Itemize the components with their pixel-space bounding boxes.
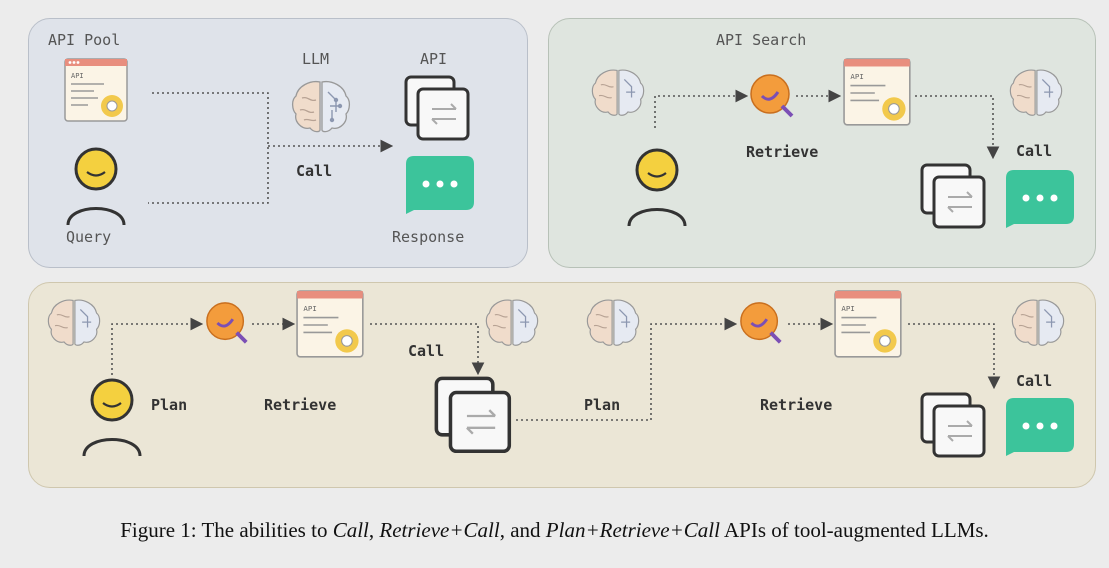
llm-brain-icon: [591, 69, 645, 116]
retrieve-label: Retrieve: [746, 143, 819, 161]
api-exchange-icon: [920, 392, 986, 458]
call-label: Call: [296, 162, 333, 180]
api-doc-icon: API: [843, 58, 911, 126]
api-exchange-icon: [920, 163, 986, 229]
retrieve-label: Retrieve: [264, 396, 337, 414]
call-label-3: Call: [1016, 372, 1053, 390]
llm-brain-icon: [586, 299, 640, 346]
response-bubble-icon: [406, 156, 474, 214]
response-label: Response: [392, 228, 465, 246]
retrieve-label-2: Retrieve: [760, 396, 833, 414]
plan-label: Plan: [151, 396, 188, 414]
api-doc-icon: API: [296, 290, 364, 358]
svg-text:API: API: [850, 72, 863, 81]
llm-brain-icon: [485, 299, 539, 346]
panel-retrieve-title: API Search: [716, 31, 807, 49]
llm-brain-icon: [1011, 299, 1065, 346]
plan-label-2: Plan: [584, 396, 621, 414]
caption-sep-1: ,: [368, 518, 380, 542]
search-icon: [206, 302, 248, 344]
user-icon: [66, 147, 126, 226]
llm-brain-icon: [47, 299, 101, 346]
response-bubble-icon: [1006, 170, 1074, 228]
llm-brain-icon: [1009, 69, 1063, 116]
svg-text:API: API: [71, 72, 84, 80]
user-icon: [627, 148, 687, 227]
caption-plan-retrieve-call: Plan+Retrieve+Call: [545, 518, 720, 542]
caption-call: Call: [332, 518, 369, 542]
api-label: API: [420, 50, 448, 68]
response-bubble-icon: [1006, 398, 1074, 456]
query-label: Query: [66, 228, 112, 246]
call-label-2: Call: [1016, 142, 1053, 160]
search-icon: [750, 74, 794, 118]
api-exchange-icon: [434, 376, 512, 454]
figure-caption: Figure 1: The abilities to Call, Retriev…: [0, 518, 1109, 543]
user-icon: [82, 378, 142, 457]
svg-text:API: API: [303, 304, 316, 313]
api-doc-icon: API: [834, 290, 902, 358]
caption-prefix: Figure 1: The abilities to: [120, 518, 333, 542]
api-exchange-icon: [404, 75, 470, 141]
caption-sep-2: , and: [499, 518, 546, 542]
api-doc-icon: API: [64, 58, 128, 122]
panel-retrieve-call: [548, 18, 1096, 268]
search-icon: [740, 302, 782, 344]
panel-call-title: API Pool: [48, 31, 121, 49]
svg-text:API: API: [841, 304, 854, 313]
call-label: Call: [408, 342, 445, 360]
llm-label: LLM: [302, 50, 330, 68]
caption-suffix: APIs of tool-augmented LLMs.: [719, 518, 989, 542]
caption-retrieve-call: Retrieve+Call: [379, 518, 500, 542]
llm-brain-icon: [291, 80, 351, 133]
